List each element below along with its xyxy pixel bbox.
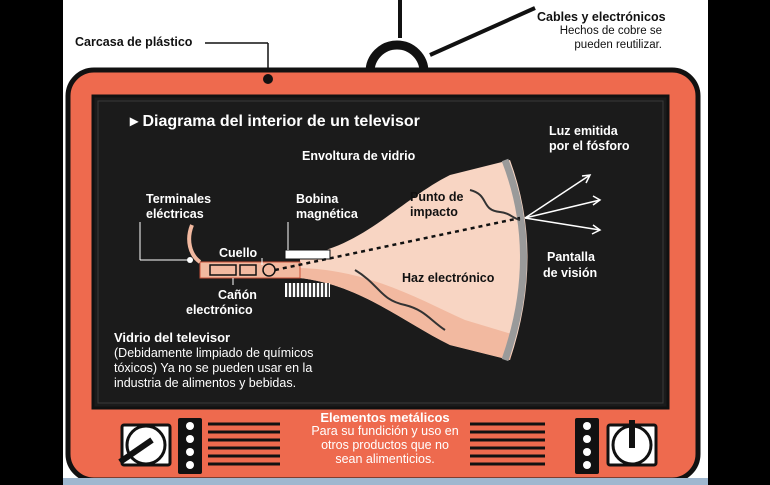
label-canon-2: electrónico xyxy=(186,303,253,317)
neck xyxy=(199,261,301,279)
label-haz: Haz electrónico xyxy=(402,271,495,285)
label-luz-1: Luz emitida xyxy=(549,124,618,138)
label-metal-2: otros productos que no xyxy=(321,438,449,452)
label-punto-1: Punto de xyxy=(410,190,464,204)
label-terminales-2: eléctricas xyxy=(146,207,204,221)
diagram-title-text: Diagrama del interior de un televisor xyxy=(142,113,420,130)
right-buttons[interactable] xyxy=(583,422,591,469)
label-cuello: Cuello xyxy=(219,246,258,260)
beam-curve xyxy=(354,269,446,331)
right-button-column xyxy=(575,418,599,474)
impact-curve xyxy=(469,189,521,221)
leader-lines xyxy=(139,222,289,285)
label-metal-3: sean alimenticios. xyxy=(335,452,435,466)
magnetic-coil-top xyxy=(284,249,331,260)
label-pantalla-2: de visión xyxy=(543,266,598,280)
label-luz-2: por el fósforo xyxy=(549,139,630,153)
label-vidrio-1: (Debidamente limpiado de químicos xyxy=(114,346,314,360)
coil-stripes xyxy=(287,283,329,297)
electron-beam xyxy=(274,216,521,272)
right-grille xyxy=(470,422,545,466)
label-metal-1: Para su fundición y uso en xyxy=(311,424,459,438)
terminal-wire xyxy=(187,224,202,264)
diagram-title: ▸ Diagrama del interior de un televisor xyxy=(130,113,420,130)
left-knob-indicator xyxy=(118,437,154,465)
label-cables-desc-2: pueden reutilizar. xyxy=(574,39,662,51)
front-screen xyxy=(501,158,527,362)
left-grille xyxy=(208,422,280,466)
label-cables-title: Cables y electrónicos xyxy=(537,10,666,24)
left-buttons[interactable] xyxy=(186,422,194,469)
antenna-right xyxy=(429,6,536,57)
electron-gun-body xyxy=(209,264,237,276)
label-bobina-1: Bobina xyxy=(296,192,339,206)
screen-inner-border xyxy=(97,100,664,404)
label-vidrio-3: industria de alimentos y bebidas. xyxy=(114,376,297,390)
bottom-strip xyxy=(63,478,708,485)
label-carcasa: Carcasa de plástico xyxy=(75,35,193,49)
glass-envelope xyxy=(300,160,528,360)
glass-envelope-shade xyxy=(300,268,515,360)
label-metal-title: Elementos metálicos xyxy=(320,410,450,425)
terminal-dot xyxy=(187,257,193,263)
label-cables-desc-1: Hechos de cobre se xyxy=(559,25,662,37)
electron-gun-part xyxy=(239,264,257,276)
label-punto-2: impacto xyxy=(410,205,458,219)
label-vidrio-title: Vidrio del televisor xyxy=(114,330,231,345)
label-pantalla-1: Pantalla xyxy=(547,250,595,264)
label-vidrio-2: tóxicos) Ya no se pueden usar en la xyxy=(114,361,313,375)
label-bobina-2: magnética xyxy=(296,207,358,221)
label-terminales-1: Terminales xyxy=(146,192,212,206)
light-arrows xyxy=(524,174,602,235)
label-canon-1: Cañón xyxy=(218,288,257,302)
carcasa-dot xyxy=(263,74,273,84)
label-envoltura: Envoltura de vidrio xyxy=(302,149,416,163)
antenna-handle xyxy=(365,40,429,73)
left-button-column xyxy=(178,418,202,474)
